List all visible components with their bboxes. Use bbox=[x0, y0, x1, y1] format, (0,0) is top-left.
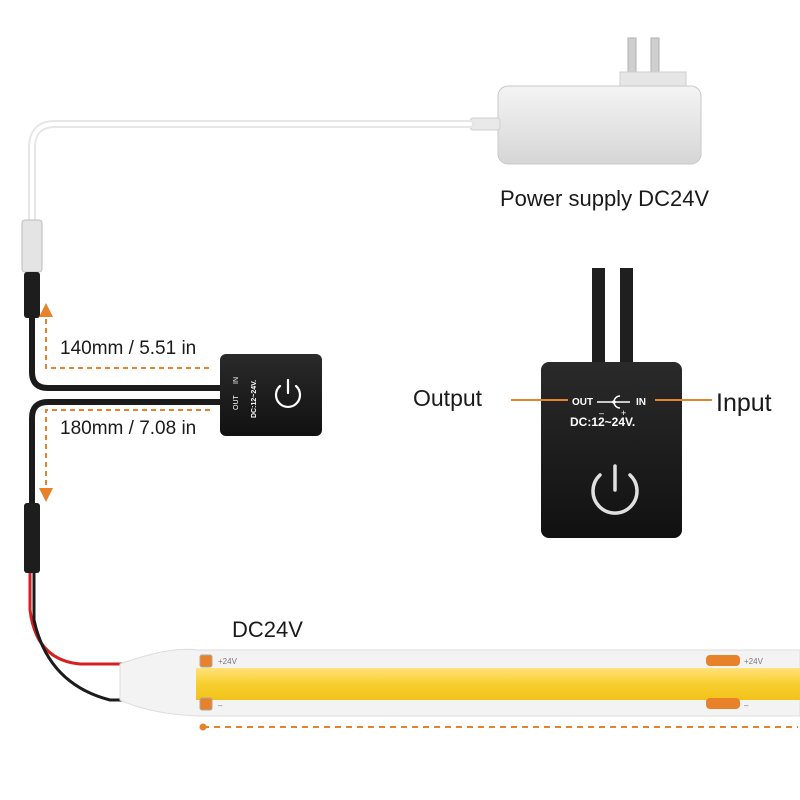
pad-minus-right: – bbox=[744, 701, 749, 710]
input-label: Input bbox=[716, 389, 772, 417]
power-supply bbox=[469, 37, 702, 165]
small-switch-port-out: OUT bbox=[233, 395, 240, 411]
strip-voltage-label: DC24V bbox=[232, 617, 303, 642]
strip-arrow-origin bbox=[199, 723, 207, 731]
length-arrow-top bbox=[39, 303, 210, 369]
pad-plus-left: +24V bbox=[218, 657, 238, 666]
wire-input bbox=[29, 318, 222, 391]
output-label: Output bbox=[413, 385, 483, 411]
small-switch: OUT IN DC:12~24V. bbox=[220, 354, 322, 436]
dc-connector-male-top bbox=[24, 272, 40, 318]
cable-length-top: 140mm / 5.51 in bbox=[60, 338, 197, 359]
power-plug-icon bbox=[619, 37, 687, 89]
power-supply-label: Power supply DC24V bbox=[500, 186, 710, 211]
power-button-icon[interactable] bbox=[274, 378, 302, 408]
power-cable bbox=[28, 120, 474, 226]
switch-voltage: DC:12~24V. bbox=[570, 415, 635, 429]
switch-port-in: IN bbox=[636, 397, 646, 408]
wire-output bbox=[29, 399, 222, 505]
dc-connector-bottom bbox=[24, 503, 40, 573]
small-switch-port-in: IN bbox=[233, 377, 240, 384]
pad-plus-right: +24V bbox=[744, 657, 764, 666]
wire-red bbox=[28, 573, 198, 666]
switch-port-out: OUT bbox=[572, 397, 593, 408]
cable-length-bottom: 180mm / 7.08 in bbox=[60, 418, 197, 439]
pad-minus-left: – bbox=[218, 701, 223, 710]
dc-barrel-icon: – + bbox=[597, 395, 630, 418]
length-arrow-bottom bbox=[39, 409, 210, 502]
switch-zoom: OUT – + IN DC:12~24V. bbox=[541, 268, 682, 538]
wire-black bbox=[32, 573, 198, 702]
small-switch-voltage: DC:12~24V. bbox=[251, 380, 258, 418]
power-button-icon[interactable] bbox=[591, 464, 639, 515]
svg-text:–: – bbox=[599, 408, 604, 418]
led-strip: +24V +24V – – bbox=[119, 648, 800, 717]
dc-connector-female bbox=[21, 219, 43, 273]
svg-text:+: + bbox=[621, 408, 626, 418]
